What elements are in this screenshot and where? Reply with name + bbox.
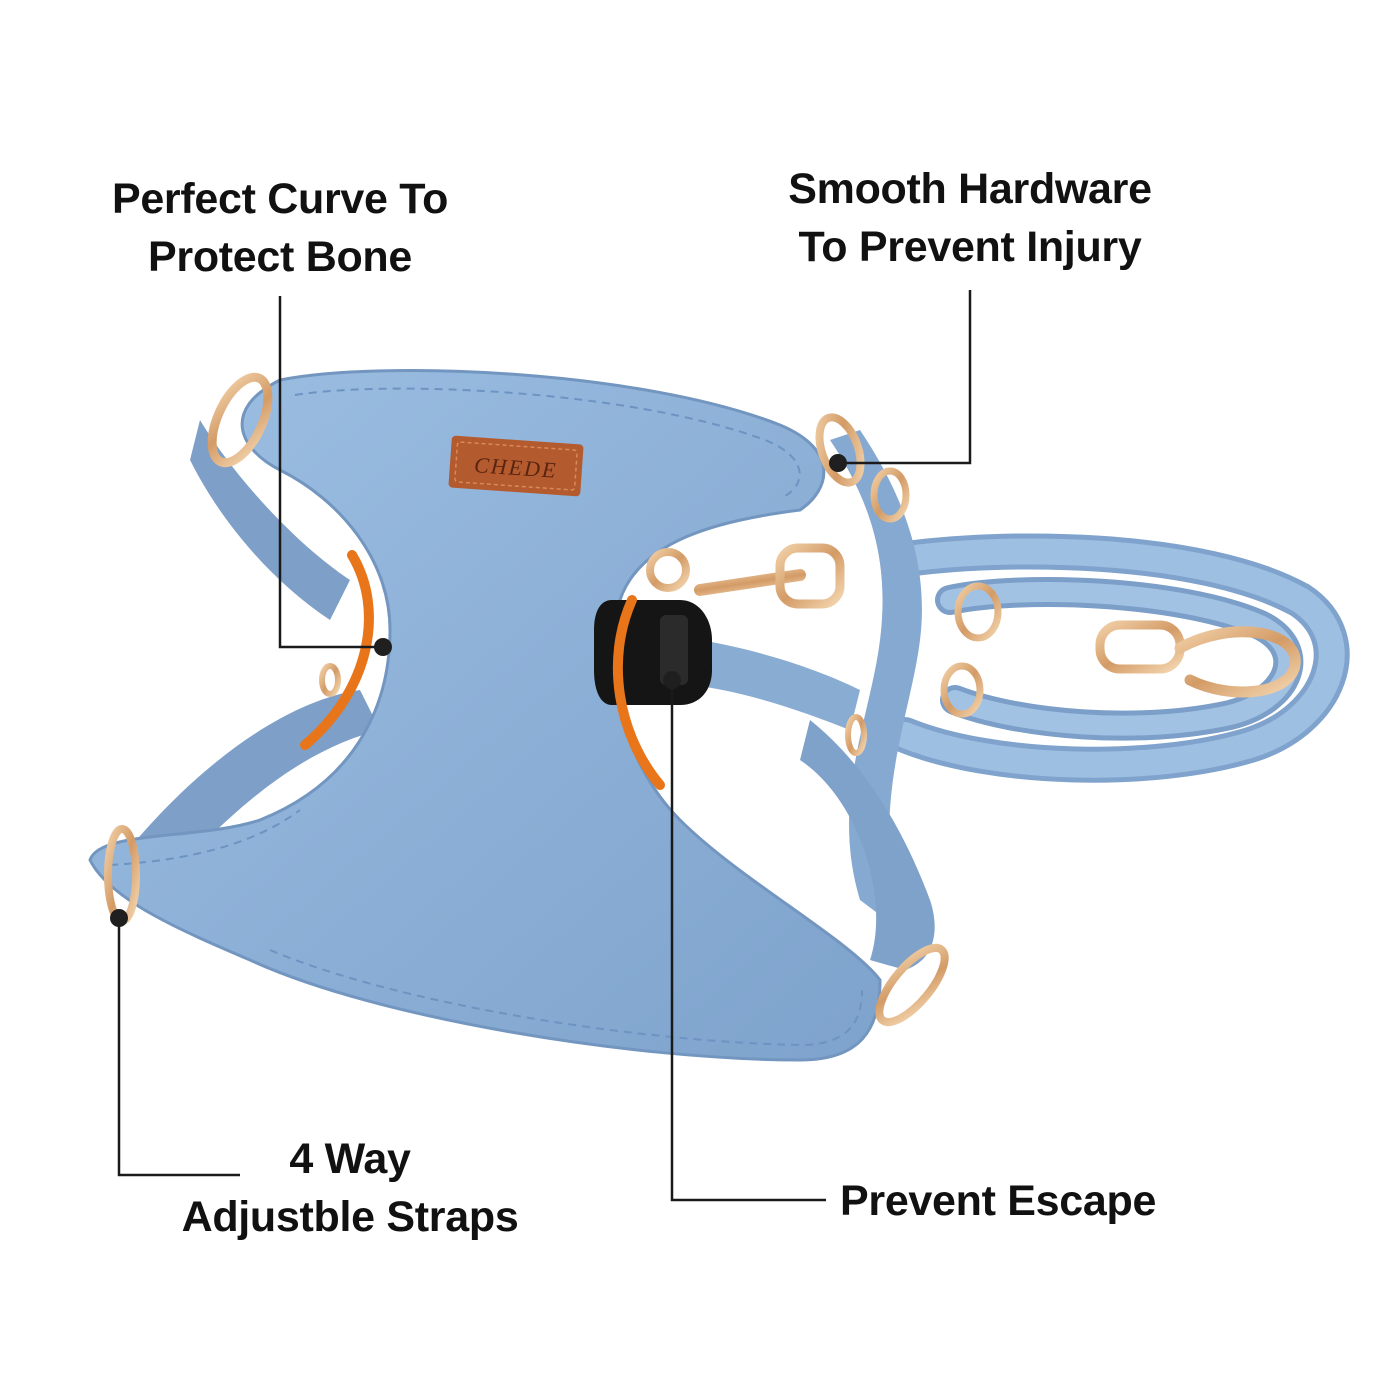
curve-accent-arc-right [612, 595, 665, 790]
buckle [594, 600, 712, 705]
callout-perfect-curve-line2: Protect Bone [148, 233, 412, 281]
leader-hardware [838, 290, 972, 465]
dot-hardware [829, 454, 847, 472]
harness-snap-hook [646, 543, 845, 609]
leader-straps [117, 918, 240, 1177]
dot-curve [374, 638, 392, 656]
callout-prevent-escape: Prevent Escape [840, 1172, 1200, 1230]
brand-tag: CHEDE [448, 435, 584, 497]
callout-smooth-hardware: Smooth Hardware To Prevent Injury [740, 160, 1200, 276]
callout-adjustable-straps: 4 Way Adjustble Straps [140, 1130, 560, 1246]
callout-smooth-hardware-line1: Smooth Hardware [788, 165, 1152, 213]
dot-straps [110, 909, 128, 927]
callout-adjustable-straps-line2: Adjustble Straps [181, 1193, 519, 1241]
leash-snap-hook [1095, 620, 1301, 698]
curve-accent-arc-left [300, 550, 374, 750]
callout-smooth-hardware-line2: To Prevent Injury [798, 223, 1142, 271]
leash [882, 533, 1350, 783]
brand-tag-text: CHEDE [473, 452, 558, 483]
callout-prevent-escape-line1: Prevent Escape [840, 1177, 1157, 1225]
callout-perfect-curve: Perfect Curve To Protect Bone [60, 170, 500, 286]
callout-perfect-curve-line1: Perfect Curve To [111, 175, 449, 223]
callout-leaders [117, 290, 972, 1202]
dot-escape [663, 671, 681, 689]
callout-adjustable-straps-line1: 4 Way [289, 1135, 411, 1183]
harness-vest [88, 368, 935, 1062]
leader-curve [278, 296, 383, 649]
callout-dots [110, 454, 847, 927]
leader-escape [670, 680, 826, 1202]
